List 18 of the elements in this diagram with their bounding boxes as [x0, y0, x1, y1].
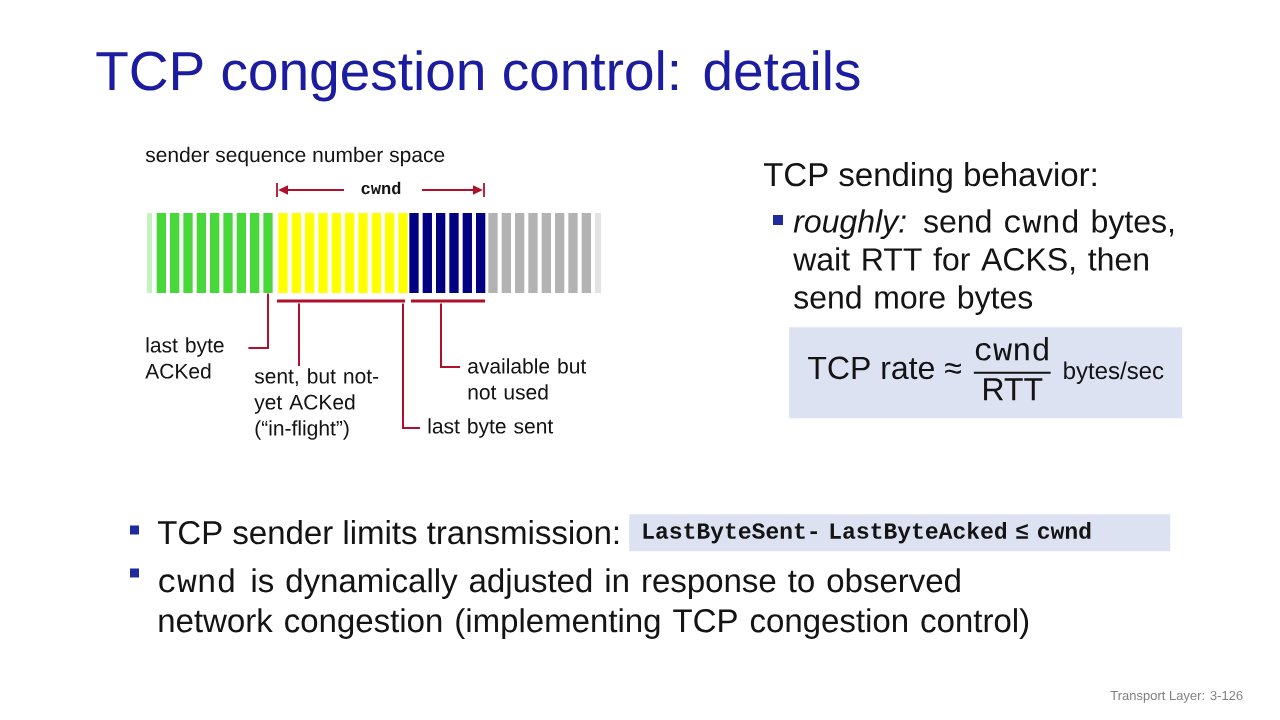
slide-footer: Transport Layer: 3-126: [1110, 690, 1243, 703]
leader-line: [440, 302, 461, 368]
leader-line: [298, 302, 300, 367]
slide-title: TCP congestion control: details: [96, 50, 860, 102]
callout-label: last byte sent: [428, 418, 554, 438]
byte-stripes-band: [147, 213, 273, 293]
diagram-heading: sender sequence number space: [145, 146, 445, 167]
dimension-label: cwnd: [361, 181, 401, 195]
leader-line: [247, 292, 269, 349]
bullet-text: cwnd is dynamically adjusted in response to observed network congestion (implementing TCP congestion control): [159, 568, 1029, 639]
section-heading: TCP sending behavior:: [763, 162, 1096, 193]
code-formula-box: LastByteSent- LastByteAcked ≤ cwnd: [629, 514, 1171, 552]
byte-stripes-band: [488, 213, 601, 293]
callout-label: available but not used: [468, 358, 587, 400]
callout-label: sent, but not-yet ACKed (“in-flight”): [254, 368, 379, 440]
formula-box: TCP rate ≈ cwnd RTT bytes/sec: [789, 327, 1183, 419]
callout-label: last byte ACKed: [145, 337, 224, 379]
leader-line: [402, 302, 421, 429]
